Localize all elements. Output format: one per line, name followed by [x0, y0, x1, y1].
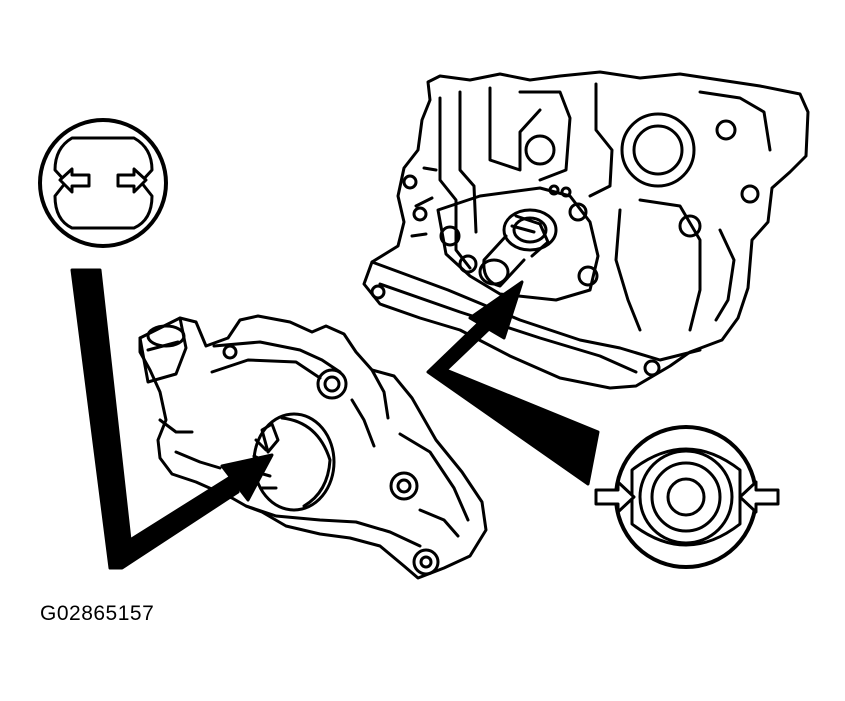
left-leader-arrow — [70, 268, 274, 570]
drive-tab-detail-icon — [38, 118, 168, 248]
oil-pump-body — [138, 314, 488, 580]
engine-block — [362, 70, 810, 390]
figure-code: G02865157 — [40, 602, 155, 625]
right-leader-arrow — [426, 280, 600, 486]
rotor-detail-icon — [594, 425, 780, 569]
